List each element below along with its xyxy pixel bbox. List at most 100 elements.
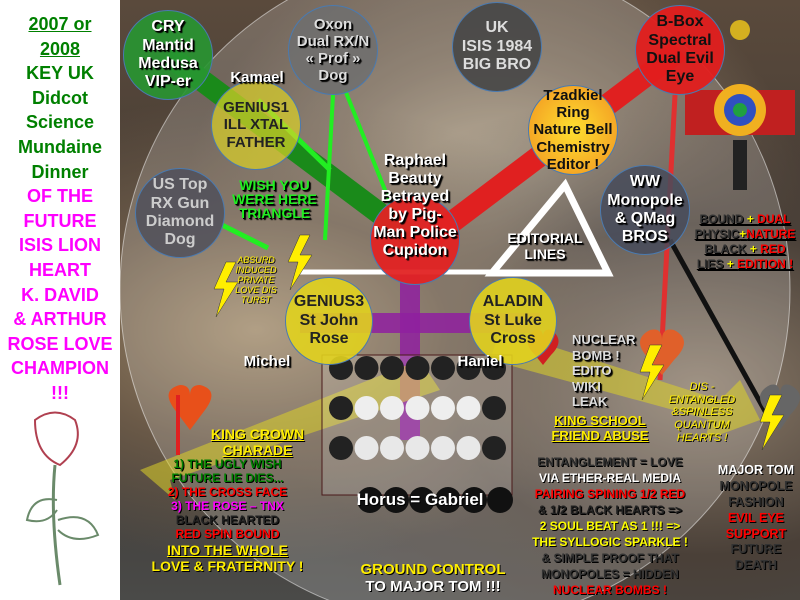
grid-stone xyxy=(383,487,409,513)
label-kamael: Kamael xyxy=(230,69,284,86)
grid-stone xyxy=(405,356,430,380)
king-crown-line: 3) THE ROSE – TNX xyxy=(171,499,284,514)
entanglement-line: NUCLEAR BOMBS ! xyxy=(553,582,667,597)
grid-stone xyxy=(329,436,353,460)
title-line: KEY UK xyxy=(26,63,94,84)
text-line: UK xyxy=(485,19,509,37)
major-tom-line: MAJOR TOM xyxy=(717,463,795,477)
text-line: TURST xyxy=(241,294,271,305)
text-line: WERE HERE xyxy=(232,191,317,207)
bound-segment: + xyxy=(743,212,758,226)
king-crown-footer: LOVE & FRATERNITY ! xyxy=(151,558,304,575)
text-line: LINES xyxy=(524,245,566,262)
text-line: WW xyxy=(629,173,661,191)
text-line: DIS - xyxy=(689,381,715,393)
kabbalah-emblem xyxy=(685,20,795,190)
major-tom-line: SUPPORT xyxy=(725,526,787,541)
text-line: FRIEND ABUSE xyxy=(551,427,649,443)
grid-stone xyxy=(431,356,455,380)
title-line: ROSE LOVE xyxy=(7,333,113,354)
grid-stone xyxy=(487,487,513,513)
grid-stone xyxy=(354,356,379,380)
major-tom-line: FASHION xyxy=(728,494,784,509)
text-line: HEARTS ! xyxy=(676,431,728,444)
title-line: ISIS LION xyxy=(18,235,101,256)
stone-grid-circles xyxy=(329,356,513,513)
grid-stone xyxy=(329,396,353,420)
text-line: St Luke xyxy=(484,311,542,329)
grid-stone xyxy=(354,436,379,460)
text-line: BROS xyxy=(621,228,669,246)
entanglement-line: & SIMPLE PROOF THAT xyxy=(541,550,679,565)
grid-stone xyxy=(380,396,404,420)
text-line: Cross xyxy=(490,330,536,348)
major-tom-line: DEATH xyxy=(734,558,778,573)
text-line: KING SCHOOL xyxy=(554,413,646,428)
king-crown-title: KING CROWN xyxy=(210,426,305,442)
text-line: WIKI xyxy=(572,378,601,394)
entanglement-line: VIA ETHER-REAL MEDIA xyxy=(538,470,681,485)
green-arrow xyxy=(323,94,335,241)
text-line: Dual RX/N xyxy=(296,32,370,50)
ground-line: GROUND CONTROL xyxy=(360,561,506,578)
title-line: HEART xyxy=(29,259,91,280)
text-line: QUANTUM xyxy=(674,418,730,431)
bound-segment: + xyxy=(746,242,761,256)
yellow-arrow-right xyxy=(490,330,760,440)
text-line: Cupidon xyxy=(382,241,448,259)
text-line: TRIANGLE xyxy=(238,205,311,221)
title-line: 2008 xyxy=(39,38,81,59)
king-crown-line: BLACK HEARTED xyxy=(175,513,280,528)
text-line: Spectral xyxy=(648,31,712,49)
label-haniel: Haniel xyxy=(457,353,503,370)
text-line: GENIUS3 xyxy=(293,293,365,311)
text-line: Man Police xyxy=(373,223,457,241)
grid-stone xyxy=(357,487,383,513)
text-line: LEAK xyxy=(572,394,608,410)
grid-stone xyxy=(435,487,461,513)
text-line: Rose xyxy=(309,330,349,348)
label-horus-gabriel: Horus = Gabriel xyxy=(356,490,484,509)
orange-heart-icon xyxy=(640,329,684,375)
yellow-arrow-left xyxy=(140,360,440,500)
king-crown-footer: INTO THE WHOLE xyxy=(166,541,289,558)
king-crown-title: CHARADE xyxy=(222,442,293,459)
title-line: !!! xyxy=(51,382,69,403)
entanglement-line: MONOPOLES = HIDDEN xyxy=(541,566,679,581)
text-line: BIG BRO xyxy=(462,56,532,74)
bound-segment: + xyxy=(739,227,747,241)
bound-line: LIES + EDITION ! xyxy=(690,257,800,272)
text-line: Oxon xyxy=(313,15,353,33)
title-line: K. DAVID xyxy=(21,284,99,305)
bound-segment: BOUND xyxy=(699,212,744,226)
text-line: GENIUS1 xyxy=(223,99,289,117)
text-line: Medusa xyxy=(138,55,198,72)
grid-stone xyxy=(380,356,404,380)
text-line: FATHER xyxy=(226,133,286,151)
text-line: Chemistry xyxy=(536,138,610,156)
entanglement-line: PAIRING SPINING 1/2 RED xyxy=(534,486,686,501)
bound-line: BOUND + DUAL xyxy=(690,212,800,227)
title-line: Science xyxy=(25,112,95,133)
bound-segment: RED xyxy=(760,242,786,256)
ground-line: TO MAJOR TOM !!! xyxy=(365,577,501,595)
grid-stone xyxy=(431,436,455,460)
green-arrow xyxy=(220,222,270,251)
text-line: Mantid xyxy=(142,36,194,54)
entanglement-line: THE SYLLOGIC SPARKLE ! xyxy=(532,534,688,549)
text-line: Eye xyxy=(665,68,695,86)
